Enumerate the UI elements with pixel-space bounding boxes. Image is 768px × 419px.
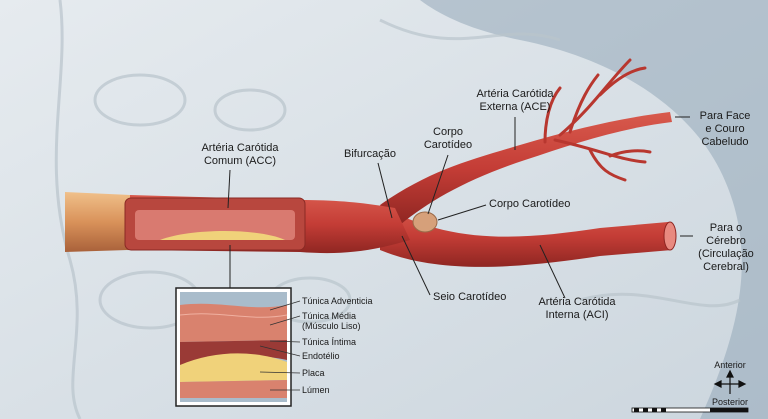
label-line: Carotídeo (423, 139, 473, 151)
label-bifurcation: Bifurcação (344, 148, 396, 160)
compass-icon (713, 369, 747, 394)
label-line: Cerebral) (703, 261, 749, 273)
label-line: (Circulação (698, 248, 754, 260)
inset-label-endothelium: Endotélio (302, 351, 340, 361)
external-branches (543, 58, 652, 182)
inset-label-smooth-muscle: (Músculo Liso) (302, 321, 361, 331)
label-line: Cérebro (706, 235, 746, 247)
label-line: Artéria Carótida (476, 88, 554, 100)
label-line: Corpo (433, 126, 463, 138)
label-line: Artéria Carótida (538, 296, 616, 308)
internal-carotid-opening (663, 221, 677, 251)
label-carotid-sinus: Seio Carotídeo (433, 291, 507, 303)
inset-cross-section (175, 287, 301, 407)
label-line: Interna (ACI) (545, 309, 609, 321)
label-line: Para Face (699, 110, 751, 122)
label-line: Comum (ACC) (203, 155, 277, 167)
inset-label-lumen: Lúmen (302, 385, 330, 395)
label-line: e Couro (705, 123, 745, 135)
compass-anterior: Anterior (714, 360, 746, 370)
inset-label-media: Túnica Média (302, 311, 357, 321)
inset-label-plaque: Placa (302, 368, 325, 378)
common-carotid-sheath (65, 192, 130, 252)
scale-bar (631, 407, 749, 413)
carotid-body (412, 211, 438, 233)
external-carotid-artery (380, 112, 672, 225)
label-line: Externa (ACE) (479, 101, 551, 113)
shadow-region (420, 0, 768, 419)
compass-posterior: Posterior (711, 397, 748, 407)
label-line: Artéria Carótida (201, 142, 279, 154)
label-carotid-body-right: Corpo Carotídeo (489, 198, 571, 210)
inset-label-intima: Túnica Íntima (302, 337, 357, 347)
inset-label-adventitia: Túnica Adventicia (302, 296, 373, 306)
plaque (160, 231, 285, 240)
label-line: Cabeludo (701, 136, 749, 148)
label-line: Para o (709, 222, 743, 234)
internal-carotid-artery (380, 205, 672, 267)
